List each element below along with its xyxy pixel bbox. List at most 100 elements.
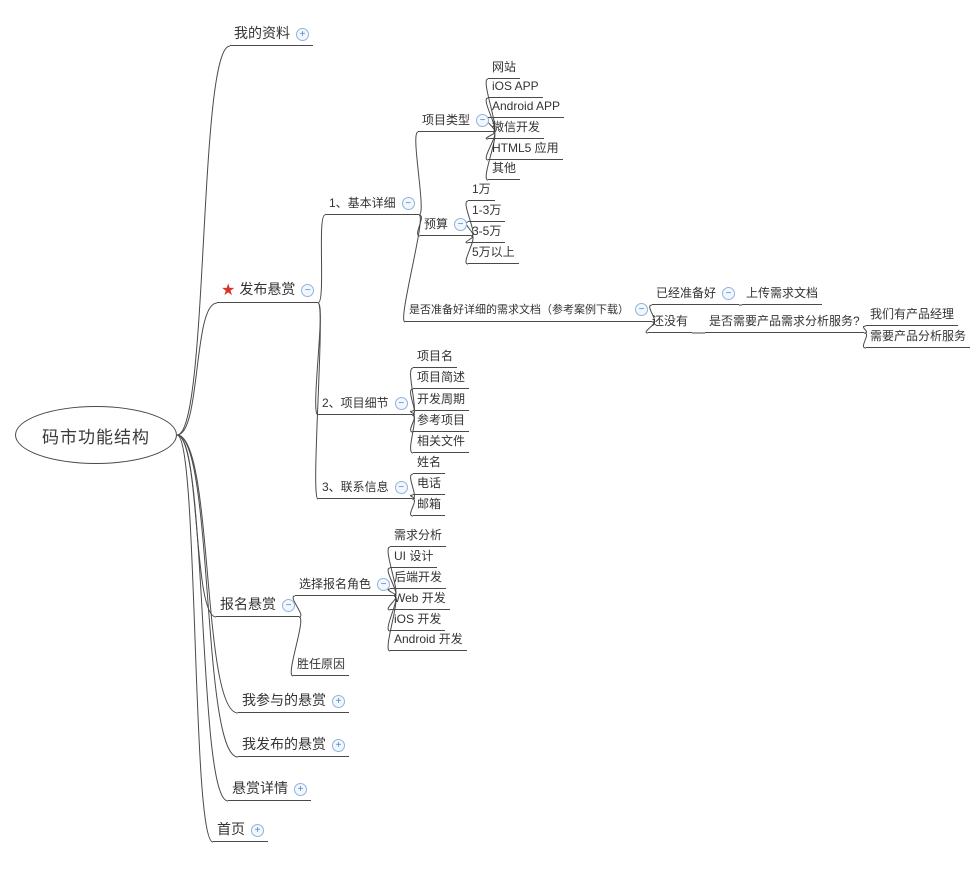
node-role-requirement-analysis[interactable]: 需求分析 bbox=[390, 528, 447, 547]
node-label: 已经准备好 bbox=[656, 286, 717, 300]
node-contact-info[interactable]: 3、联系信息− bbox=[318, 480, 412, 499]
collapse-icon[interactable]: − bbox=[282, 599, 295, 612]
node-dev-cycle[interactable]: 开发周期 bbox=[413, 392, 470, 411]
node-bounty-detail[interactable]: 悬赏详情 + bbox=[228, 780, 311, 801]
node-budget-5w-plus[interactable]: 5万以上 bbox=[468, 245, 519, 264]
node-label: 是否准备好详细的需求文档（参考案例下载） bbox=[409, 304, 629, 316]
node-publish-bounty[interactable]: 发布悬赏− bbox=[217, 281, 319, 303]
expand-icon[interactable]: + bbox=[251, 824, 264, 837]
node-label: 悬赏详情 bbox=[232, 780, 288, 796]
collapse-icon[interactable]: − bbox=[377, 578, 391, 591]
node-project-details[interactable]: 2、项目细节− bbox=[318, 396, 412, 415]
node-already-prepared[interactable]: 已经准备好− bbox=[652, 286, 740, 305]
connector-line bbox=[176, 434, 239, 714]
node-related-files[interactable]: 相关文件 bbox=[413, 434, 470, 453]
node-role-backend-dev[interactable]: 后端开发 bbox=[390, 570, 447, 589]
connector-line bbox=[862, 332, 868, 349]
connector-line bbox=[410, 498, 415, 517]
node-my-published-bounty[interactable]: 我发布的悬赏 + bbox=[238, 736, 349, 757]
expand-icon[interactable]: + bbox=[332, 695, 345, 708]
node-label: 我发布的悬赏 bbox=[242, 736, 326, 752]
node-label: 姓名 bbox=[417, 455, 442, 469]
node-label: 首页 bbox=[217, 821, 245, 837]
node-website[interactable]: 网站 bbox=[488, 60, 521, 79]
collapse-icon[interactable]: − bbox=[476, 114, 490, 127]
node-basic-details[interactable]: 1、基本详细− bbox=[325, 196, 419, 215]
connector-line bbox=[315, 302, 321, 500]
connector-line bbox=[176, 434, 239, 758]
node-role-ui-design[interactable]: UI 设计 bbox=[390, 549, 438, 568]
node-homepage[interactable]: 首页 + bbox=[213, 821, 268, 842]
node-label: Web 开发 bbox=[394, 591, 446, 605]
expand-icon[interactable]: + bbox=[296, 28, 309, 41]
node-budget-1w[interactable]: 1万 bbox=[468, 182, 495, 201]
node-not-yet[interactable]: 还没有 bbox=[648, 314, 693, 333]
node-budget-3-5w[interactable]: 3-5万 bbox=[468, 224, 506, 243]
node-role-ios-dev[interactable]: iOS 开发 bbox=[390, 612, 446, 631]
node-label: iOS 开发 bbox=[394, 612, 442, 626]
node-requirement-doc-question[interactable]: 是否准备好详细的需求文档（参考案例下载）− bbox=[405, 303, 652, 322]
node-label: 报名悬赏 bbox=[220, 596, 276, 612]
connector-line bbox=[317, 214, 326, 304]
connector-line bbox=[649, 304, 655, 323]
node-apply-bounty[interactable]: 报名悬赏− bbox=[216, 596, 299, 617]
node-role-web-dev[interactable]: Web 开发 bbox=[390, 591, 450, 610]
node-need-analysis-service[interactable]: 需要产品分析服务 bbox=[866, 329, 971, 348]
node-need-analysis-question[interactable]: 是否需要产品需求分析服务? bbox=[705, 314, 864, 333]
node-label: 是否需要产品需求分析服务? bbox=[709, 314, 860, 328]
node-contact-phone[interactable]: 电话 bbox=[413, 476, 446, 495]
connector-line bbox=[176, 302, 218, 436]
node-reference-project[interactable]: 参考项目 bbox=[413, 413, 470, 432]
node-label: 3、联系信息 bbox=[322, 480, 389, 494]
expand-icon[interactable]: + bbox=[332, 739, 345, 752]
node-contact-name[interactable]: 姓名 bbox=[413, 455, 446, 474]
collapse-icon[interactable]: − bbox=[301, 284, 315, 297]
node-label: 我们有产品经理 bbox=[870, 307, 955, 321]
collapse-icon[interactable]: − bbox=[454, 218, 468, 231]
node-budget[interactable]: 预算− bbox=[420, 217, 472, 236]
connector-line bbox=[415, 131, 422, 216]
connector-line bbox=[176, 434, 214, 843]
collapse-icon[interactable]: − bbox=[722, 287, 736, 300]
node-project-type[interactable]: 项目类型− bbox=[418, 113, 494, 132]
node-upload-requirement-doc[interactable]: 上传需求文档 bbox=[742, 286, 823, 305]
node-label: iOS APP bbox=[492, 79, 539, 93]
node-select-role[interactable]: 选择报名角色− bbox=[295, 577, 395, 596]
node-have-product-manager[interactable]: 我们有产品经理 bbox=[866, 307, 959, 326]
node-android-app[interactable]: Android APP bbox=[488, 99, 565, 118]
node-label: UI 设计 bbox=[394, 549, 434, 563]
collapse-icon[interactable]: − bbox=[394, 481, 408, 494]
expand-icon[interactable]: + bbox=[294, 783, 307, 796]
node-label: 相关文件 bbox=[417, 434, 466, 448]
collapse-icon[interactable]: − bbox=[394, 397, 408, 410]
node-label: 上传需求文档 bbox=[746, 286, 819, 300]
node-contact-email[interactable]: 邮箱 bbox=[413, 497, 446, 516]
node-wechat-dev[interactable]: 微信开发 bbox=[488, 120, 545, 139]
node-label: 电话 bbox=[417, 476, 442, 490]
node-html5-app[interactable]: HTML5 应用 bbox=[488, 141, 563, 160]
node-label: 我参与的悬赏 bbox=[242, 692, 326, 708]
node-root[interactable]: 码市功能结构 bbox=[15, 406, 177, 464]
node-label: HTML5 应用 bbox=[492, 141, 559, 155]
node-budget-1-3w[interactable]: 1-3万 bbox=[468, 203, 506, 222]
node-label: 参考项目 bbox=[417, 413, 466, 427]
node-role-android-dev[interactable]: Android 开发 bbox=[390, 632, 467, 651]
collapse-icon[interactable]: − bbox=[401, 197, 415, 210]
star-icon bbox=[221, 281, 239, 297]
node-my-profile[interactable]: 我的资料+ bbox=[230, 25, 313, 46]
connector-line bbox=[465, 235, 474, 265]
node-competence-reason[interactable]: 胜任原因 bbox=[293, 657, 350, 676]
node-label: 邮箱 bbox=[417, 497, 442, 511]
connector-line bbox=[403, 214, 421, 323]
node-ios-app[interactable]: iOS APP bbox=[488, 79, 543, 98]
node-my-joined-bounty[interactable]: 我参与的悬赏 + bbox=[238, 692, 349, 713]
node-label: 3-5万 bbox=[472, 224, 502, 238]
connector-line bbox=[465, 200, 474, 237]
node-project-name[interactable]: 项目名 bbox=[413, 349, 458, 368]
node-label: Android APP bbox=[492, 99, 561, 113]
node-other-type[interactable]: 其他 bbox=[488, 161, 521, 180]
collapse-icon[interactable]: − bbox=[635, 303, 648, 316]
node-label: 1万 bbox=[472, 182, 491, 196]
node-project-brief[interactable]: 项目简述 bbox=[413, 370, 470, 389]
